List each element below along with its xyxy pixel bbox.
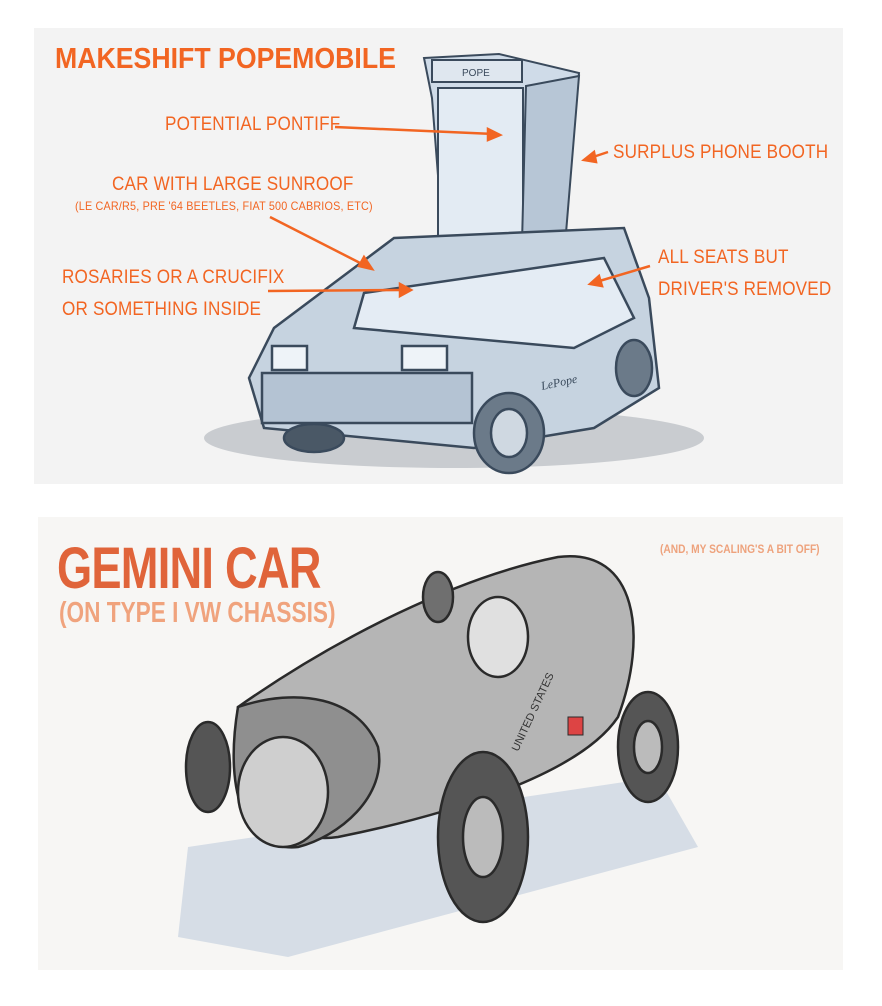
booth-sign: POPE bbox=[462, 68, 490, 79]
label-rosaries-2: OR SOMETHING INSIDE bbox=[62, 299, 262, 320]
phone-booth bbox=[422, 52, 581, 255]
popemobile-illustration: POPE LePope bbox=[204, 52, 704, 475]
popemobile-title: MAKESHIFT POPEMOBILE bbox=[55, 43, 396, 75]
label-phone-booth: SURPLUS PHONE BOOTH bbox=[613, 142, 829, 163]
label-rosaries-1: ROSARIES OR A CRUCIFIX bbox=[62, 267, 285, 288]
label-sunroof-examples: (LE CAR/R5, PRE '64 BEETLES, FIAT 500 CA… bbox=[75, 199, 373, 213]
car bbox=[247, 226, 661, 475]
popemobile-panel: POPE LePope MAKESHIFT POPEMOBILE POTENTI… bbox=[34, 28, 843, 484]
gemini-subtitle: (ON TYPE I VW CHASSIS) bbox=[59, 597, 336, 629]
callout-arrows bbox=[267, 125, 651, 299]
label-potential-pontiff: POTENTIAL PONTIFF bbox=[165, 114, 341, 135]
label-sunroof: CAR WITH LARGE SUNROOF bbox=[112, 174, 354, 195]
gemini-illustration: UNITED STATES bbox=[178, 555, 698, 957]
gemini-capsule bbox=[184, 555, 680, 924]
label-seats-1: ALL SEATS BUT bbox=[658, 247, 789, 268]
gemini-title: GEMINI CAR bbox=[57, 536, 321, 601]
gemini-panel: UNITED STATES GEMINI CAR (ON TYPE I VW C… bbox=[38, 517, 843, 970]
label-seats-2: DRIVER'S REMOVED bbox=[658, 279, 832, 300]
gemini-note: (AND, MY SCALING'S A BIT OFF) bbox=[660, 542, 820, 556]
